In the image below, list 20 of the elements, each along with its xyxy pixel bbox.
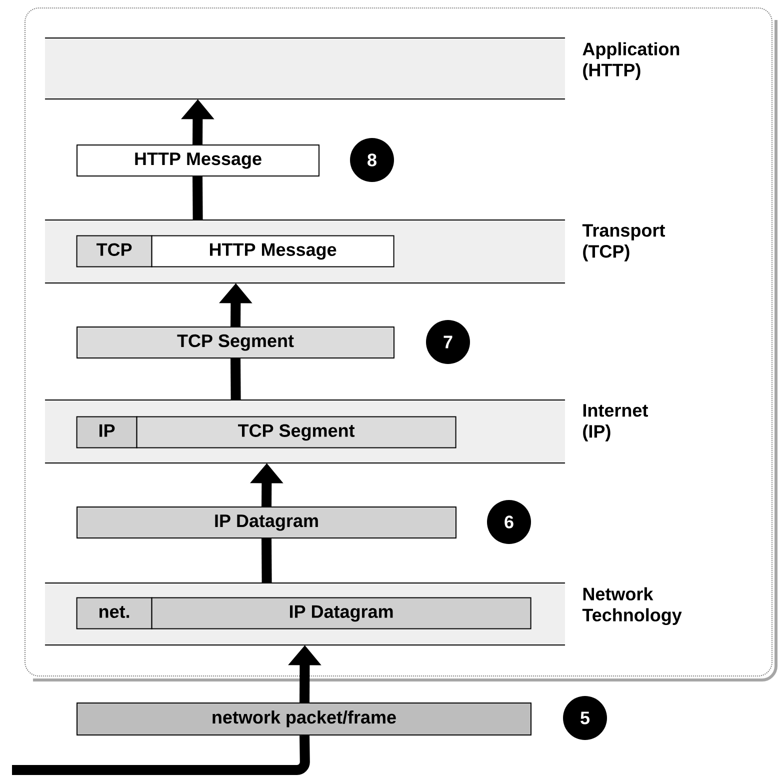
packet-box: HTTP Message <box>76 144 320 176</box>
packet-box: IP Datagram <box>76 506 456 538</box>
connector-line <box>192 176 203 220</box>
callout-number: 8 <box>350 138 394 182</box>
payload-cell: TCP Segment <box>136 416 456 448</box>
layer-label: Internet (IP) <box>583 404 648 442</box>
packet-box: TCP Segment <box>76 326 394 358</box>
header-cell: net. <box>76 597 152 630</box>
callout-number: 7 <box>426 320 470 364</box>
layer-label: Application (HTTP) <box>582 42 680 80</box>
header-cell: TCP <box>76 235 152 268</box>
connector-line <box>262 538 272 583</box>
packet-box: network packet/frame <box>76 702 532 736</box>
connector-line <box>230 358 241 400</box>
payload-cell: HTTP Message <box>151 235 394 268</box>
callout-number: 6 <box>487 500 531 544</box>
callout-number: 5 <box>563 696 607 740</box>
layer-label: Network Technology <box>582 587 682 626</box>
header-cell: IP <box>76 416 138 448</box>
layer-label: Transport (TCP) <box>582 224 665 262</box>
